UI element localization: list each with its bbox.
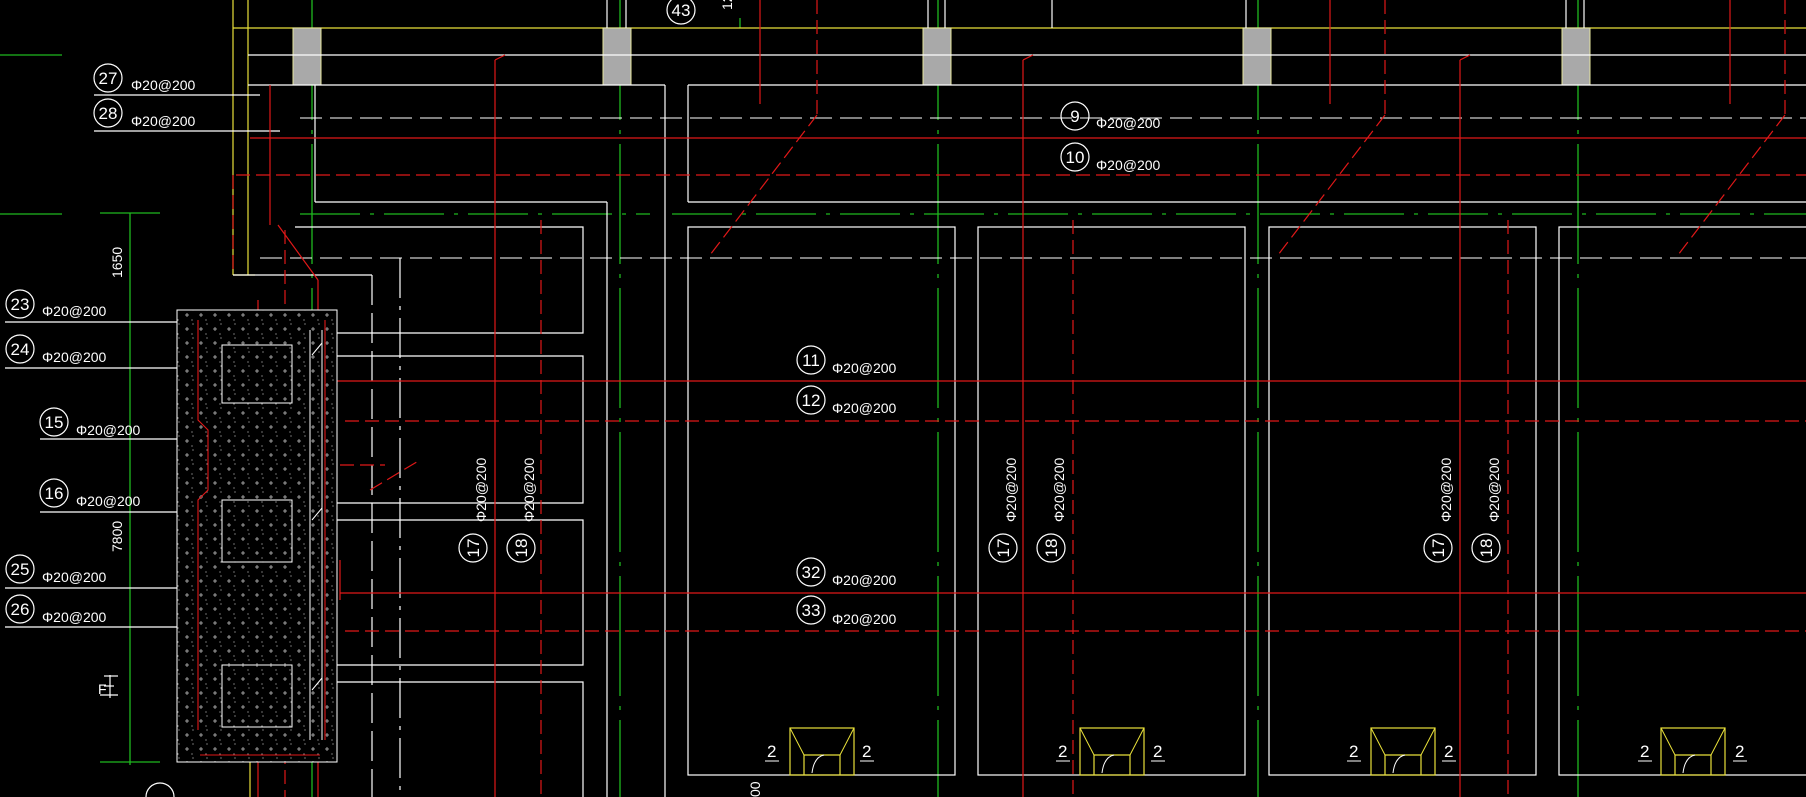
spec-24: Φ20@200 xyxy=(42,349,107,365)
bubble-25: 25 xyxy=(11,560,30,579)
rebar-dashed-lines xyxy=(232,0,1806,797)
bubble-12: 12 xyxy=(802,391,821,410)
spec-23: Φ20@200 xyxy=(42,303,107,319)
section-mark-1l: 2 xyxy=(767,742,776,761)
spec-28: Φ20@200 xyxy=(131,113,196,129)
section-symbol-4 xyxy=(1660,727,1726,776)
bubble-10: 10 xyxy=(1066,148,1085,167)
bubble-15: 15 xyxy=(45,413,64,432)
spec-16: Φ20@200 xyxy=(76,493,141,509)
bubble-33: 33 xyxy=(802,601,821,620)
bubble-17-c: 17 xyxy=(1429,539,1448,558)
spec-12: Φ20@200 xyxy=(832,400,897,416)
bubble-18-b: 18 xyxy=(1042,539,1061,558)
section-mark-3l: 2 xyxy=(1349,742,1358,761)
rotated-bubble-numbers: 17 18 17 18 17 18 xyxy=(464,539,1496,558)
bubble-numbers: 27 28 9 10 23 24 15 16 25 26 11 12 32 33… xyxy=(11,1,1085,620)
spec-10: Φ20@200 xyxy=(1096,157,1161,173)
dashed-outlines xyxy=(260,117,1806,259)
section-mark-2r: 2 xyxy=(1153,742,1162,761)
bubble-11: 11 xyxy=(802,351,820,370)
grid-mark-f: F xyxy=(98,681,107,697)
spec-25: Φ20@200 xyxy=(42,569,107,585)
section-symbols xyxy=(789,727,1726,776)
bubble-28: 28 xyxy=(99,104,118,123)
section-mark-2l: 2 xyxy=(1058,742,1067,761)
rebar-lines xyxy=(250,0,1806,797)
bubble-27: 27 xyxy=(99,69,118,88)
section-symbol-1 xyxy=(789,727,855,776)
bubble-24: 24 xyxy=(11,340,30,359)
spec-18-b: Φ20@200 xyxy=(1051,457,1067,522)
yellow-wall-lines xyxy=(232,0,1806,797)
spec-15: Φ20@200 xyxy=(76,422,141,438)
spec-33: Φ20@200 xyxy=(832,611,897,627)
section-mark-3r: 2 xyxy=(1444,742,1453,761)
dim-1650: 1650 xyxy=(109,247,125,278)
spec-26: Φ20@200 xyxy=(42,609,107,625)
spec-32: Φ20@200 xyxy=(832,572,897,588)
section-symbol-2 xyxy=(1079,727,1145,776)
bubble-43: 43 xyxy=(672,1,691,20)
section-marks: 2 2 2 2 2 2 2 2 xyxy=(767,742,1744,761)
bubble-17-a: 17 xyxy=(464,539,483,558)
rotated-rebar-spec-labels: Φ20@200 Φ20@200 Φ20@200 Φ20@200 Φ20@200 … xyxy=(473,457,1502,522)
spec-17-a: Φ20@200 xyxy=(473,457,489,522)
bubble-9: 9 xyxy=(1070,107,1079,126)
bubble-23: 23 xyxy=(11,295,30,314)
spec-9: Φ20@200 xyxy=(1096,115,1161,131)
spec-27: Φ20@200 xyxy=(131,77,196,93)
spec-17-b: Φ20@200 xyxy=(1003,457,1019,522)
spec-11: Φ20@200 xyxy=(832,360,897,376)
spec-18-a: Φ20@200 xyxy=(521,457,537,522)
bubble-26: 26 xyxy=(11,600,30,619)
rebar-spec-labels: Φ20@200 Φ20@200 Φ20@200 Φ20@200 Φ20@200 … xyxy=(42,77,1161,627)
dim-00: 00 xyxy=(747,781,763,797)
bubble-18-a: 18 xyxy=(512,539,531,558)
hatched-wall xyxy=(176,309,338,763)
bubble-32: 32 xyxy=(802,563,821,582)
dimension-labels: 1650 7800 12 00 xyxy=(109,0,763,797)
dim-7800: 7800 xyxy=(109,521,125,552)
columns xyxy=(292,27,1591,86)
dim-12: 12 xyxy=(719,0,735,10)
bubble-16: 16 xyxy=(45,484,64,503)
spec-17-c: Φ20@200 xyxy=(1438,457,1454,522)
section-mark-4l: 2 xyxy=(1640,742,1649,761)
spec-18-c: Φ20@200 xyxy=(1486,457,1502,522)
section-symbol-3 xyxy=(1370,727,1436,776)
bubble-17-b: 17 xyxy=(994,539,1013,558)
rebar-bubbles xyxy=(5,0,1501,797)
bubble-18-c: 18 xyxy=(1477,539,1496,558)
section-mark-1r: 2 xyxy=(862,742,871,761)
section-mark-4r: 2 xyxy=(1735,742,1744,761)
